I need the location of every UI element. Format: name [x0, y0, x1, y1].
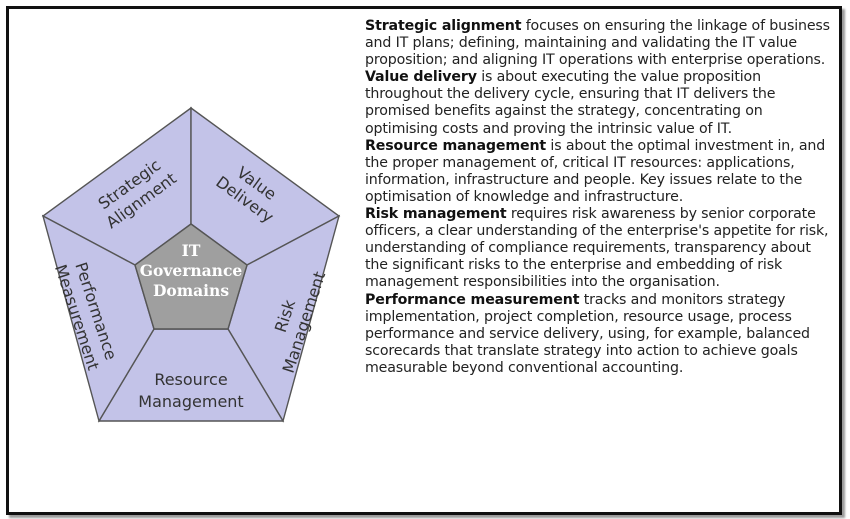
center-label-line2: Governance — [140, 261, 243, 280]
domain-descriptions: Strategic alignment focuses on ensuring … — [365, 18, 835, 377]
term-value-delivery: Value delivery — [365, 69, 477, 86]
center-pentagon — [134, 223, 248, 330]
label-resource-management: Management — [138, 392, 243, 411]
term-strategic-alignment: Strategic alignment — [365, 18, 522, 34]
text-strategic-alignment: focuses on ensuring the linkage of busin… — [365, 18, 830, 69]
term-performance-measurement: Performance measurement — [365, 291, 580, 308]
text-performance-measurement: tracks and monitors strategy implementat… — [365, 291, 810, 376]
text-risk-management: requires risk awareness by senior corpor… — [365, 206, 829, 291]
desc-risk-management: Risk management requires risk awareness … — [365, 206, 835, 291]
term-risk-management: Risk management — [365, 206, 507, 223]
term-resource-management: Resource management — [365, 137, 547, 154]
desc-value-delivery: Value delivery is about executing the va… — [365, 69, 835, 137]
label-resource: Resource — [154, 370, 227, 389]
text-resource-management: is about the optimal investment in, and … — [365, 137, 826, 205]
figure-frame: IT Governance Domains Strategic Alignmen… — [6, 6, 842, 515]
desc-resource-management: Resource management is about the optimal… — [365, 138, 835, 206]
desc-performance-measurement: Performance measurement tracks and monit… — [365, 292, 835, 377]
center-label-line3: Domains — [153, 281, 229, 300]
pentagon-svg: IT Governance Domains Strategic Alignmen… — [41, 106, 341, 423]
text-value-delivery: is about executing the value proposition… — [365, 69, 776, 137]
it-governance-pentagon-diagram: IT Governance Domains Strategic Alignmen… — [31, 104, 351, 434]
desc-strategic-alignment: Strategic alignment focuses on ensuring … — [365, 18, 835, 69]
center-label-line1: IT — [182, 241, 201, 260]
